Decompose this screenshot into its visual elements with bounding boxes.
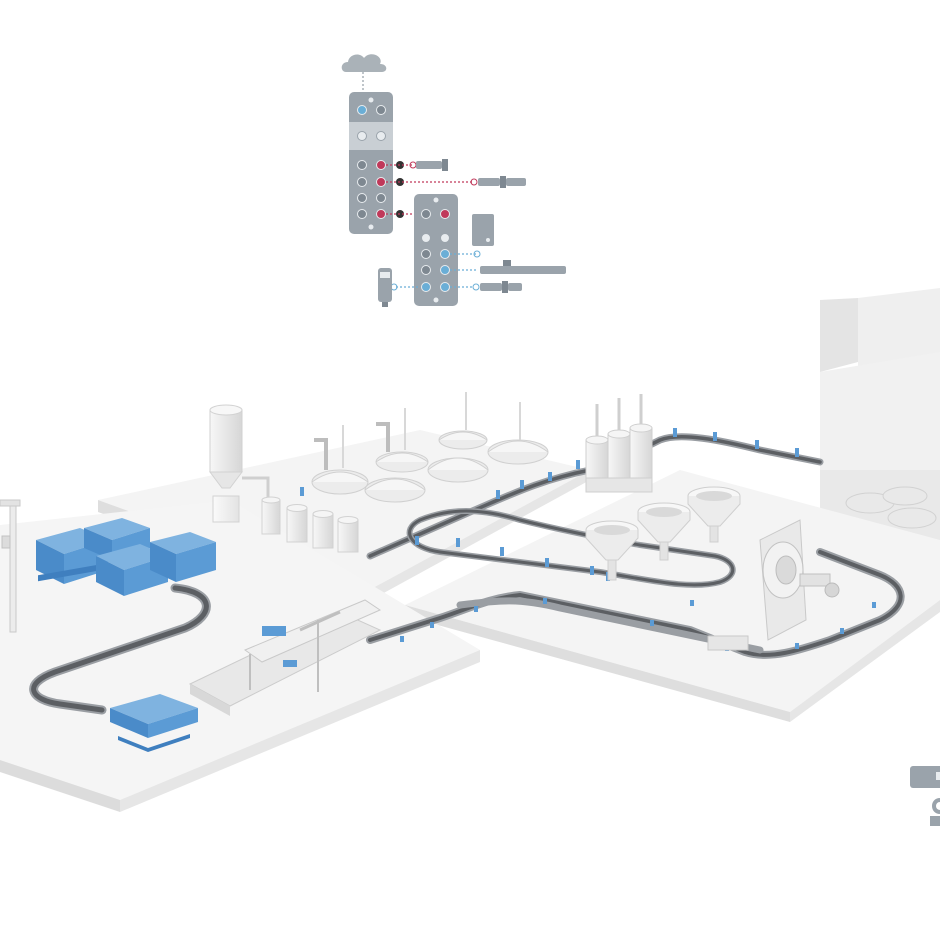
tanks-area	[209, 392, 653, 553]
position-sensor-icon	[472, 214, 494, 258]
port-icon	[440, 265, 450, 275]
signal-light-icon	[378, 268, 392, 307]
port-icon	[421, 282, 431, 292]
master-connections	[386, 159, 526, 218]
small-cylinders	[261, 496, 359, 553]
port-icon	[376, 160, 386, 170]
port-icon	[376, 177, 386, 187]
port-icon	[440, 209, 450, 219]
port-icon	[376, 209, 386, 219]
funnel-hopper	[687, 486, 741, 543]
io-link-master-module	[349, 92, 393, 234]
port-icon	[421, 265, 431, 275]
proximity-sensor-icon	[416, 159, 448, 171]
gantry-machine	[188, 599, 382, 716]
silo	[209, 404, 270, 523]
inductive-sensor-icon	[478, 176, 526, 188]
product-box	[262, 626, 286, 636]
round-tank	[887, 507, 937, 529]
port-icon	[357, 105, 367, 115]
funnels	[585, 486, 741, 581]
port-icon	[421, 249, 431, 259]
cloud-icon	[341, 54, 387, 92]
port-icon	[376, 131, 386, 141]
port-icon	[376, 193, 386, 203]
pallet-stack	[150, 532, 216, 582]
port-icon	[357, 131, 367, 141]
conveyor-belt	[456, 597, 764, 654]
round-tank	[882, 486, 928, 506]
port-icon	[421, 209, 431, 219]
robot-arm	[707, 519, 840, 651]
io-link-diagram	[341, 54, 566, 307]
pallet-stack	[110, 694, 198, 752]
port-icon	[376, 105, 386, 115]
port-icon	[440, 233, 450, 243]
port-icon	[421, 233, 431, 243]
edge-module-fragment	[910, 766, 940, 826]
cylindrical-sensor-icon	[480, 281, 522, 293]
port-icon	[357, 209, 367, 219]
hub-connections	[378, 214, 566, 307]
conveyor-belts	[29, 433, 905, 715]
funnel-hopper	[585, 520, 639, 581]
dome-tanks	[311, 392, 549, 503]
pallet-stacks	[36, 518, 216, 752]
port-icon	[357, 160, 367, 170]
product-box	[283, 660, 297, 667]
port-icon	[357, 177, 367, 187]
port-icon	[440, 282, 450, 292]
port-icon	[440, 249, 450, 259]
funnel-hopper	[637, 502, 691, 561]
port-icon	[357, 193, 367, 203]
edge-gantry	[0, 499, 21, 633]
reactor-tanks	[585, 394, 653, 493]
linear-sensor-icon	[480, 260, 566, 274]
io-link-hub-module	[414, 194, 458, 306]
